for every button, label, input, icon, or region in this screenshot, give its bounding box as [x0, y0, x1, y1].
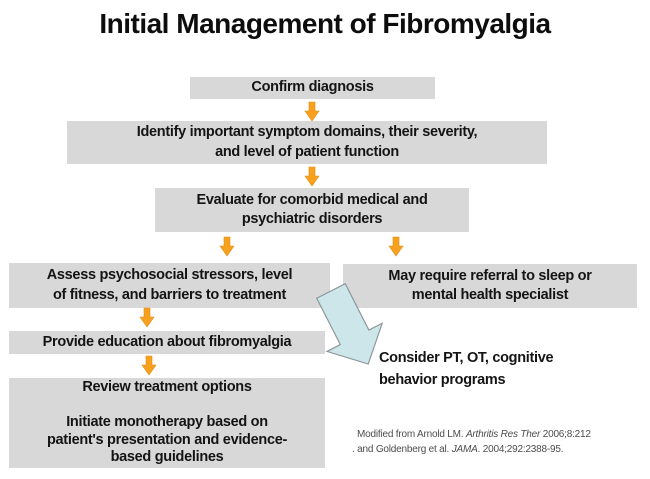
citation-line2: . and Goldenberg et al. JAMA. 2004;292:2… [352, 443, 564, 455]
node-confirm-diagnosis: Confirm diagnosis [190, 77, 435, 99]
citation-line1: Modified from Arnold LM. Arthritis Res T… [357, 429, 591, 440]
consider-programs-text: Consider PT, OT, cognitive behavior prog… [379, 350, 554, 388]
node-provide-education: Provide education about fibromyalgia [9, 331, 325, 354]
down-arrow-icon-3-right [388, 236, 404, 257]
node-review-treatment: Review treatment options Initiate monoth… [9, 378, 325, 468]
down-arrow-icon-5 [141, 355, 157, 376]
down-arrow-icon-2 [304, 166, 320, 187]
down-arrow-icon-3-left [219, 236, 235, 257]
down-arrow-icon-1 [304, 101, 320, 122]
slide-title: Initial Management of Fibromyalgia [99, 8, 551, 39]
down-arrow-icon-4 [139, 307, 155, 328]
node-referral-specialist: May require referral to sleep or mental … [343, 264, 637, 308]
citation: Modified from Arnold LM. Arthritis Res T… [352, 428, 648, 457]
node-evaluate-comorbid: Evaluate for comorbid medical and psychi… [155, 188, 469, 232]
node-identify-symptom-domains: Identify important symptom domains, thei… [67, 121, 547, 164]
node-assess-stressors: Assess psychosocial stressors, level of … [9, 263, 330, 308]
